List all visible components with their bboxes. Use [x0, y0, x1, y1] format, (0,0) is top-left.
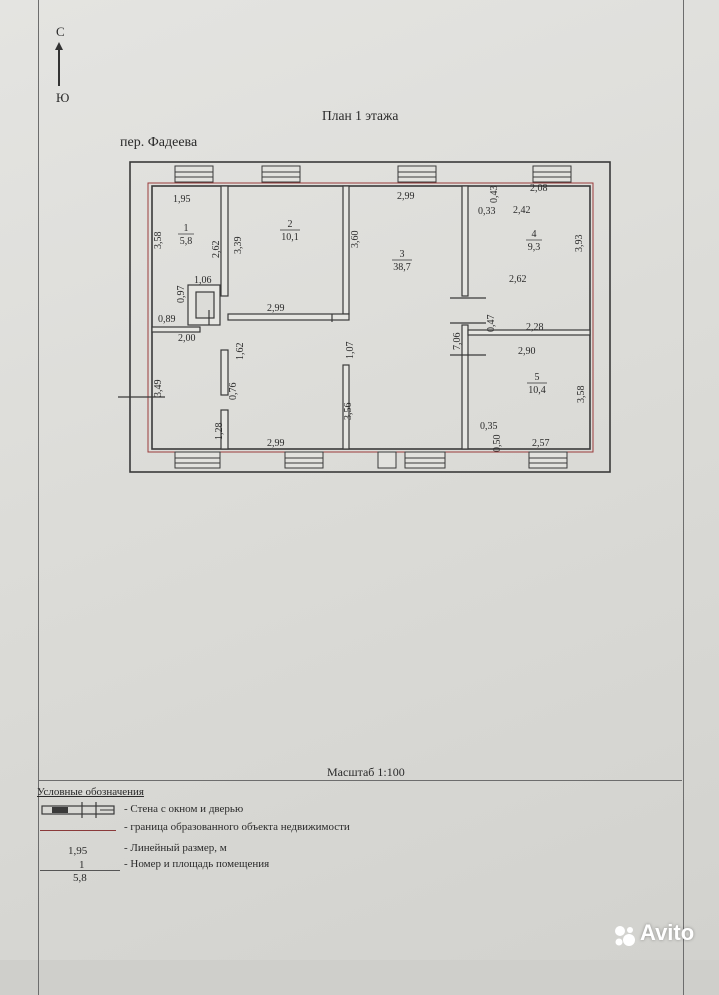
- legend-room-number-sample: 1: [79, 859, 85, 871]
- dim-2-08: 2,08: [530, 183, 548, 194]
- scale-divider: [38, 780, 682, 781]
- dim-0-76: 0,76: [228, 383, 239, 401]
- dim-0-43: 0,43: [489, 186, 500, 204]
- avito-wordmark: Avito: [640, 920, 695, 945]
- windows-top: [174, 165, 572, 183]
- avito-logo-icon: [615, 926, 635, 946]
- dim-1-28: 1,28: [214, 423, 225, 441]
- dim-3-60: 3,60: [350, 231, 361, 249]
- windows-bottom: [174, 451, 568, 469]
- page-frame: [38, 0, 684, 995]
- room-5-area: 10,4: [528, 385, 546, 396]
- dim-3-56: 3,56: [343, 403, 354, 421]
- legend-boundary-symbol: [40, 830, 116, 831]
- dim-2-28: 2,28: [526, 322, 544, 333]
- scale-label: Масштаб 1:100: [327, 765, 405, 779]
- avito-watermark: Avito: [612, 920, 712, 950]
- dim-1-06: 1,06: [194, 275, 212, 286]
- dim-0-50: 0,50: [492, 435, 503, 453]
- compass-north-label: С: [56, 24, 65, 39]
- street-name: пер. Фадеева: [120, 135, 198, 150]
- dim-2-99-top: 2,99: [397, 191, 415, 202]
- dim-2-62-right: 2,62: [509, 274, 527, 285]
- room-2-area: 10,1: [281, 232, 299, 243]
- room-5-number: 5: [535, 372, 540, 383]
- interior-walls: [151, 185, 591, 450]
- dim-2-00: 2,00: [178, 333, 196, 344]
- legend-room-area-sample: 5,8: [73, 872, 87, 884]
- dim-7-06: 7,06: [452, 333, 463, 351]
- room-1-number: 1: [184, 223, 189, 234]
- room-3-number: 3: [400, 249, 405, 260]
- plan-title: План 1 этажа: [322, 108, 399, 123]
- dim-2-42: 2,42: [513, 205, 531, 216]
- dim-2-57: 2,57: [532, 438, 550, 449]
- outer-walls: [129, 161, 611, 473]
- compass-arrow-icon: [55, 42, 63, 86]
- legend-boundary-desc: - граница образованного объекта недвижим…: [124, 821, 350, 833]
- property-boundary: [147, 182, 594, 453]
- dim-0-47: 0,47: [486, 315, 497, 333]
- dimension-labels-vertical: 3,58 2,62 3,39 3,60 0,43 3,93 0,97 0,47 …: [153, 186, 587, 453]
- dim-0-33: 0,33: [478, 206, 496, 217]
- dim-3-39: 3,39: [233, 237, 244, 255]
- dim-0-97: 0,97: [176, 286, 187, 304]
- dim-3-49: 3,49: [153, 380, 164, 398]
- dim-2-99-bottom: 2,99: [267, 438, 285, 449]
- room-2-number: 2: [288, 219, 293, 230]
- compass-south-label: Ю: [56, 90, 70, 105]
- dim-0-89: 0,89: [158, 314, 176, 325]
- dimension-labels-horizontal: 1,95 2,99 2,08 0,33 2,42 1,06 2,62 2,99 …: [158, 183, 550, 449]
- room-3-area: 38,7: [393, 262, 411, 273]
- legend-dimension-desc: - Линейный размер, м: [124, 842, 227, 854]
- dim-3-58-left: 3,58: [153, 232, 164, 250]
- legend-wall-desc: - Стена с окном и дверью: [124, 803, 244, 815]
- dim-1-62: 1,62: [235, 343, 246, 361]
- room-labels: 1 5,8 2 10,1 3 38,7 4 9,3 5 10,4: [178, 219, 547, 396]
- room-1-area: 5,8: [180, 236, 193, 247]
- floor-plan: 1 5,8 2 10,1 3 38,7 4 9,3 5 10,4 1,95 2,…: [118, 161, 611, 473]
- door-markers: [118, 297, 486, 398]
- dim-2-62-left: 2,62: [211, 241, 222, 259]
- dim-1-95: 1,95: [173, 194, 191, 205]
- dim-2-99-mid: 2,99: [267, 303, 285, 314]
- wall-window-door-symbol-icon: [41, 802, 115, 818]
- legend-fraction-line: [40, 870, 120, 871]
- room-4-area: 9,3: [528, 242, 541, 253]
- dim-2-90: 2,90: [518, 346, 536, 357]
- dim-3-93: 3,93: [574, 235, 585, 253]
- room-4-number: 4: [532, 229, 537, 240]
- dim-1-07: 1,07: [345, 342, 356, 360]
- legend-title: Условные обозначения: [37, 786, 144, 798]
- legend-dimension-sample: 1,95: [68, 845, 88, 857]
- legend-room-desc: - Номер и площадь помещения: [124, 858, 270, 870]
- dim-0-35: 0,35: [480, 421, 498, 432]
- dim-3-58-right: 3,58: [576, 386, 587, 404]
